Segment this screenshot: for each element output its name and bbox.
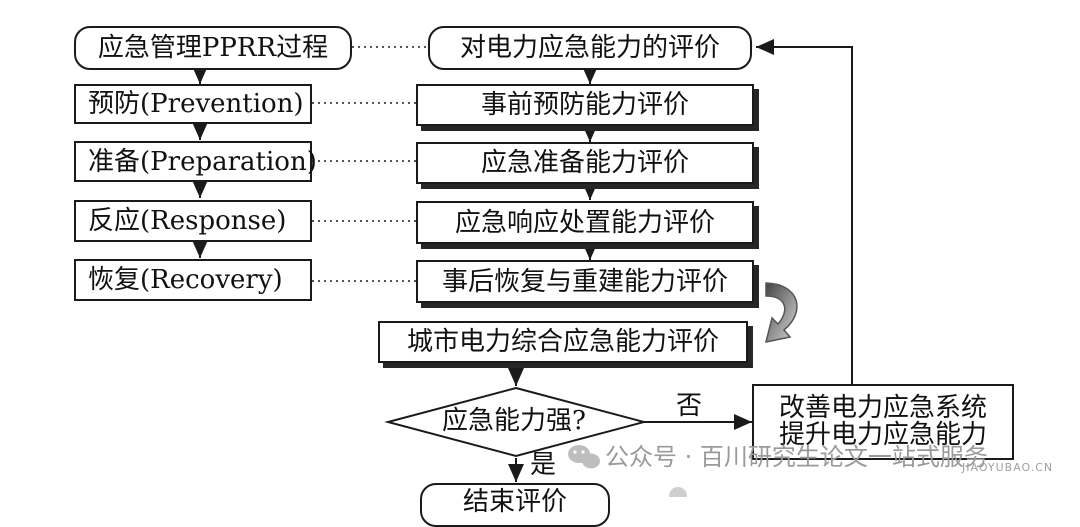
preparation-eval-label: 应急准备能力评价 [480,148,689,178]
decision-label: 应急能力强? [442,406,586,436]
improve-line-1: 改善电力应急系统 [778,392,987,423]
recovery-label: 恢复(Recovery) [88,265,283,295]
response-box: 反应(Response) [74,200,312,242]
preparation-label: 准备(Preparation) [88,146,317,177]
preparation-eval-box: 应急准备能力评价 [416,142,754,184]
response-eval-label: 应急响应处置能力评价 [454,207,715,238]
no-label: 否 [676,391,703,421]
wechat-icon [568,445,600,469]
prevention-eval-label: 事前预防能力评价 [480,90,689,120]
comprehensive-eval-label: 城市电力综合应急能力评价 [406,327,719,357]
response-eval-box: 应急响应处置能力评价 [416,201,754,244]
watermark-circle [669,487,687,497]
recovery-eval-box: 事后恢复与重建能力评价 [416,260,754,303]
right-arrows [508,66,598,482]
evaluation-header-box: 对电力应急能力的评价 [428,26,752,70]
pprr-flowchart: 应急管理PPRR过程 预防(Prevention) 准备(Preparation… [74,26,1054,527]
improve-box: 改善电力应急系统 提升电力应急能力 [752,384,1014,460]
dotted-links [312,46,428,282]
comprehensive-eval-box: 城市电力综合应急能力评价 [378,321,748,363]
connector-layer [192,39,853,497]
preparation-box: 准备(Preparation) [74,141,317,182]
prevention-eval-box: 事前预防能力评价 [416,84,754,126]
pprr-header-label: 应急管理PPRR过程 [97,33,329,63]
improve-line-2: 提升电力应急能力 [778,420,987,450]
yes-label: 是 [530,450,557,480]
recovery-box: 恢复(Recovery) [74,259,312,301]
evaluation-header-label: 对电力应急能力的评价 [459,33,720,63]
pprr-header-box: 应急管理PPRR过程 [74,26,352,70]
watermark-text: 公众号 · 百川研究生论文一站式服务 [605,443,988,471]
decision-diamond [384,386,648,458]
recovery-eval-label: 事后恢复与重建能力评价 [441,266,728,297]
feedback-loop [756,39,853,384]
watermark-logo-text: JIAOYUBAO.CN [962,461,1054,474]
response-label: 反应(Response) [88,206,287,236]
end-label: 结束评价 [462,487,567,517]
curved-transition-arrow [764,282,798,343]
prevention-label: 预防(Prevention) [88,89,304,119]
end-box: 结束评价 [420,483,610,527]
prevention-box: 预防(Prevention) [74,84,312,124]
